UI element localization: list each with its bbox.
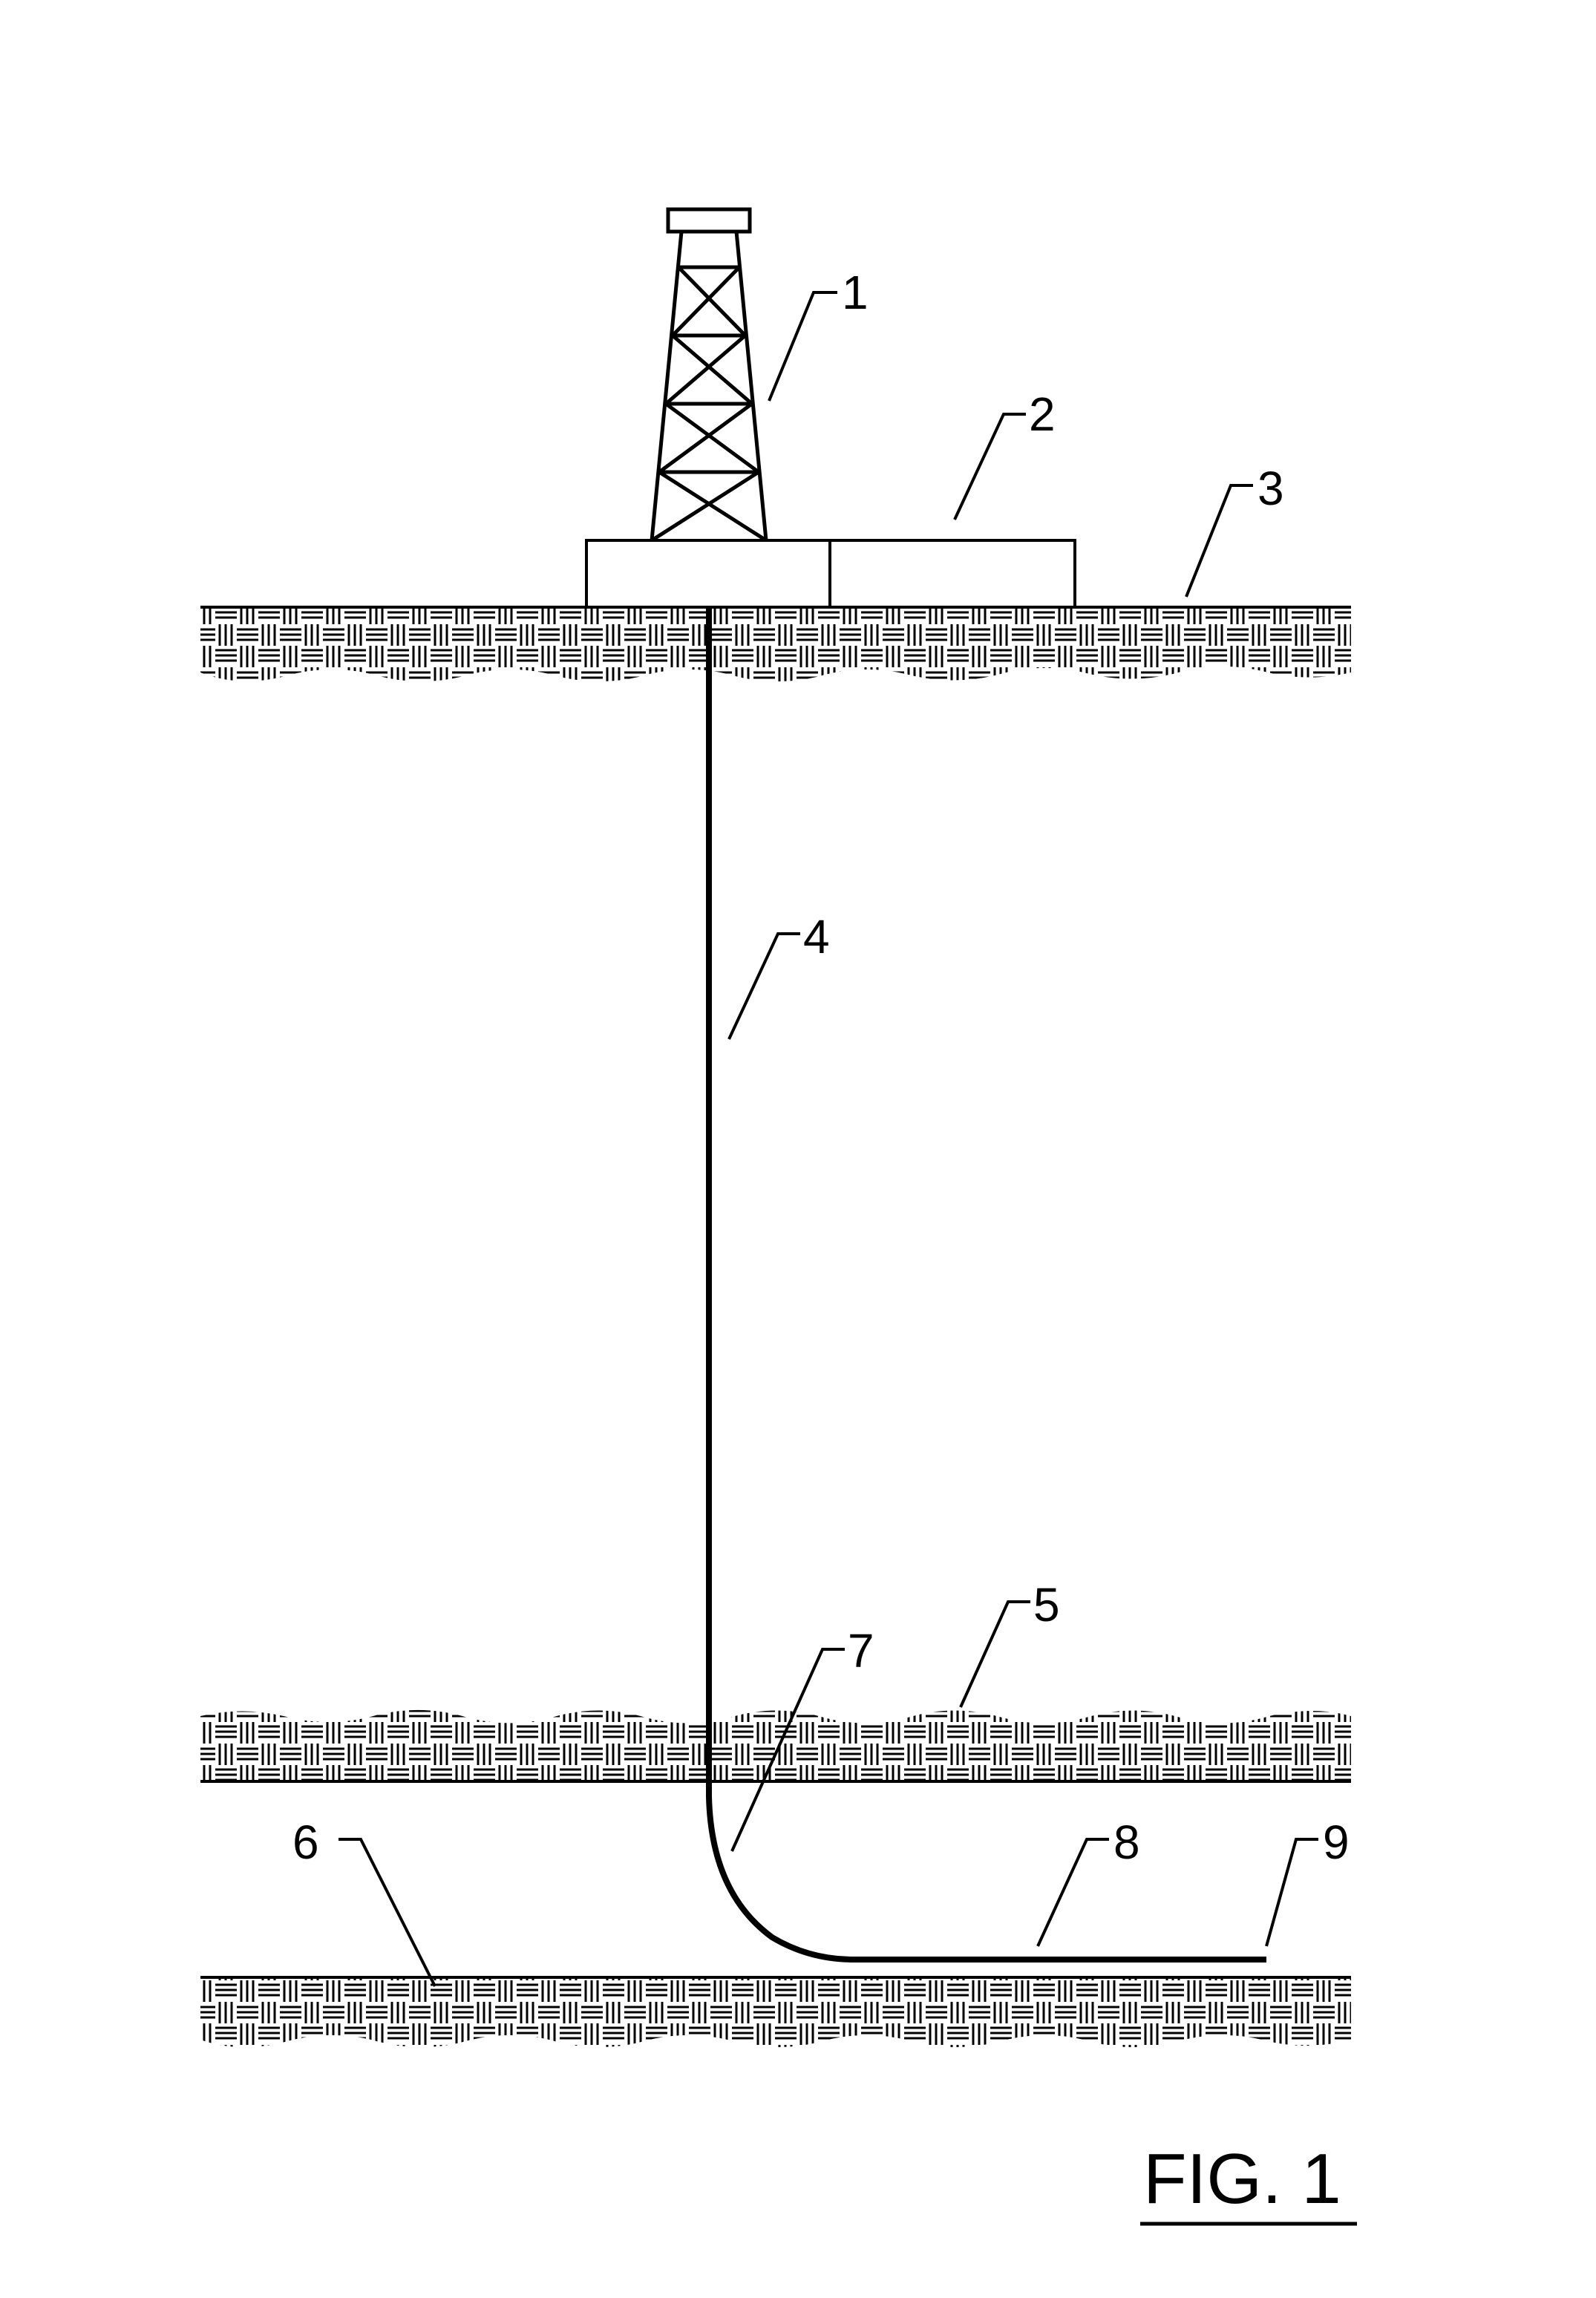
label-equipment: 2 [1029, 387, 1056, 441]
rig-equipment-platform [586, 540, 1075, 607]
formation-layer-upper [200, 1710, 1351, 1781]
label-toe: 9 [1323, 1816, 1350, 1869]
formation-layer-lower [200, 1977, 1351, 2047]
label-curve: 7 [848, 1624, 874, 1677]
label-vertical-well: 4 [803, 910, 830, 963]
ground-surface-layer [200, 607, 1351, 681]
label-horizontal-section: 8 [1113, 1816, 1140, 1869]
drilling-derrick [652, 209, 766, 540]
label-formation-upper: 5 [1033, 1578, 1060, 1631]
label-formation-lower: 6 [292, 1816, 319, 1869]
label-derrick: 1 [842, 266, 869, 319]
figure-caption: FIG. 1 [1143, 2139, 1341, 2219]
label-surface: 3 [1257, 462, 1284, 515]
